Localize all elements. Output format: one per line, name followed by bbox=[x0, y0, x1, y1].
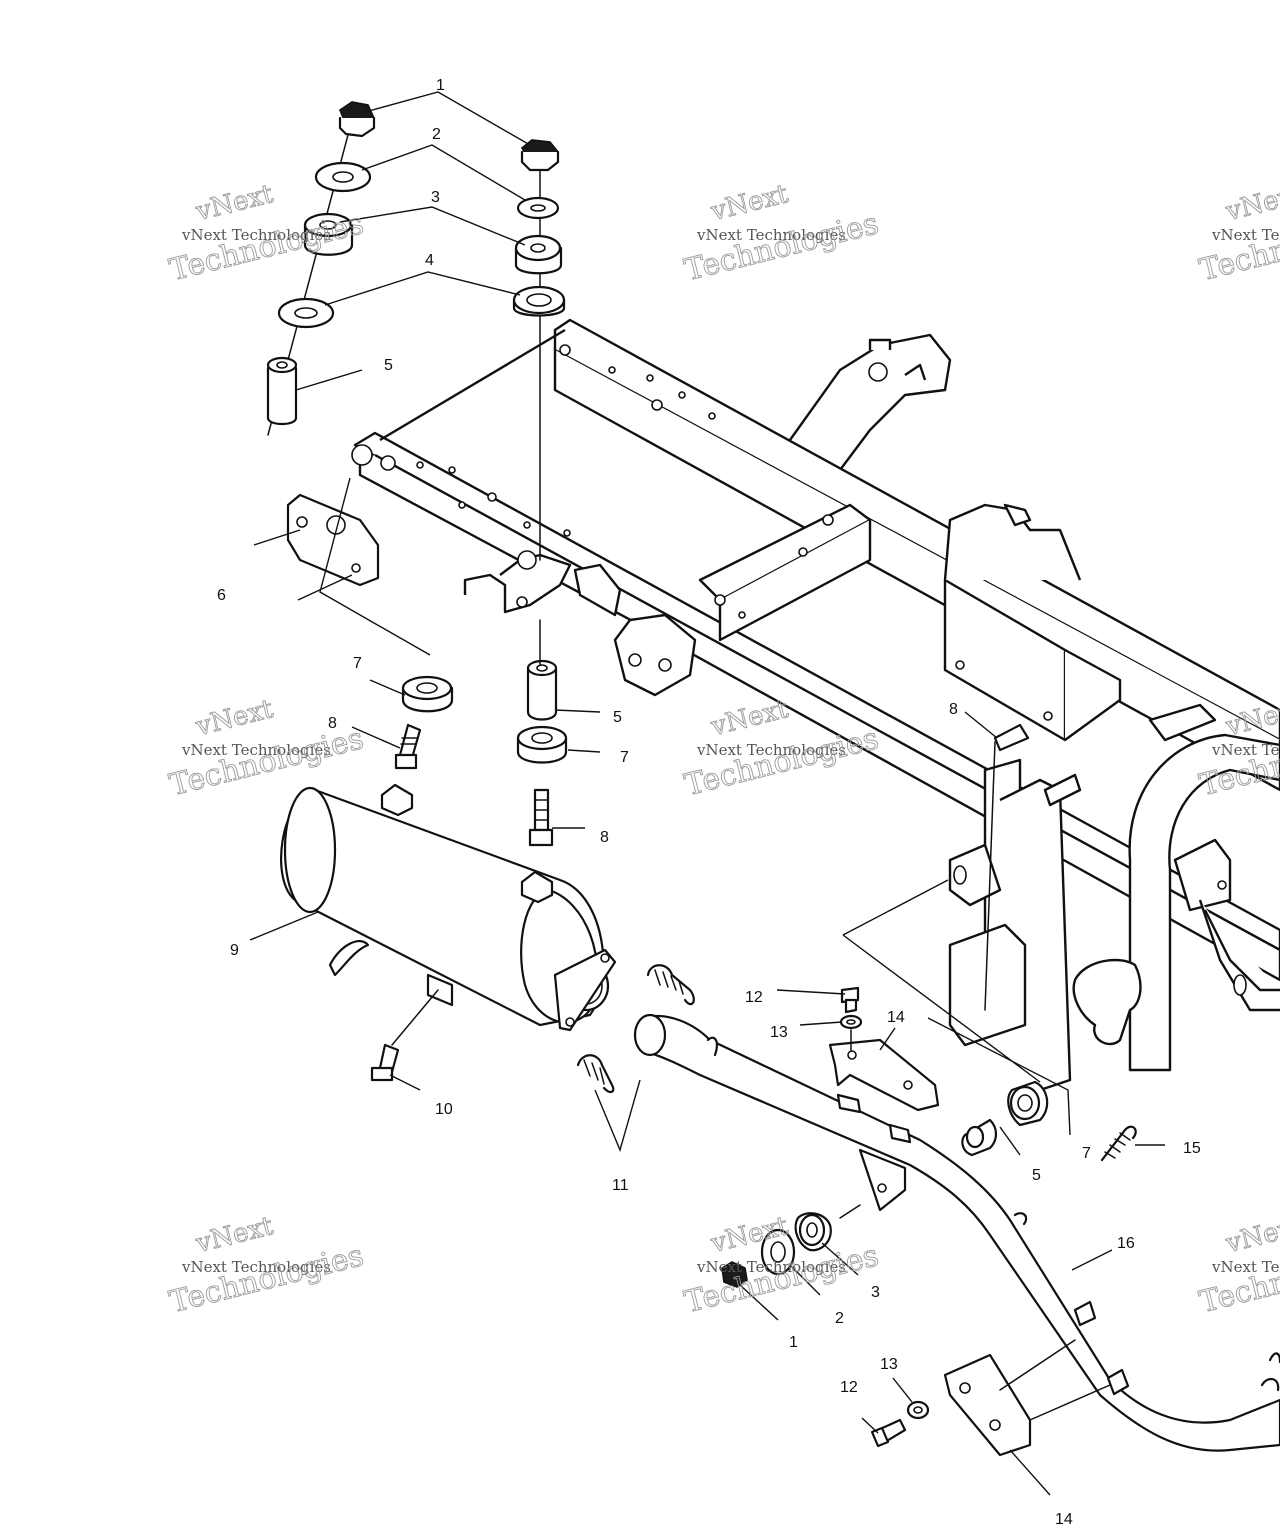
svg-text:vNext Technologies: vNext Technologies bbox=[696, 741, 846, 759]
svg-text:vNext: vNext bbox=[192, 1211, 276, 1259]
callout-5: 5 bbox=[613, 709, 622, 726]
callout-11: 11 bbox=[612, 1177, 629, 1194]
callout-4: 4 bbox=[425, 252, 434, 269]
svg-text:vNext: vNext bbox=[707, 179, 791, 227]
part-8-right-bolt bbox=[984, 723, 1030, 1011]
part-5-7-right bbox=[961, 1080, 1049, 1157]
watermark: vNext vNext Technologies Technologies bbox=[681, 179, 883, 289]
part-12-13-14-lower bbox=[870, 1339, 1111, 1457]
watermark: vNext vNext Technologies Technologies bbox=[166, 179, 368, 289]
right-mount-stack bbox=[512, 139, 566, 561]
callout-6: 6 bbox=[217, 587, 226, 604]
vehicle-frame bbox=[351, 318, 1280, 1092]
svg-text:vNext Technologies: vNext Technologies bbox=[181, 226, 331, 244]
part-1-2-3-lower bbox=[721, 1204, 861, 1288]
part-11-springs bbox=[576, 964, 695, 1094]
callout-13: 13 bbox=[880, 1356, 898, 1373]
svg-text:vNext Technologies: vNext Technologies bbox=[696, 226, 846, 244]
svg-text:Technologies: Technologies bbox=[166, 1238, 367, 1320]
callout-12: 12 bbox=[745, 989, 763, 1006]
watermark: vNext vNext Technologies Technologies bbox=[1196, 179, 1280, 289]
svg-text:Technologies: Technologies bbox=[166, 206, 367, 288]
svg-text:vNext: vNext bbox=[1222, 179, 1280, 227]
svg-text:vNext Technologies: vNext Technologies bbox=[1211, 1258, 1280, 1276]
svg-text:vNext: vNext bbox=[707, 694, 791, 742]
callout-13: 13 bbox=[770, 1024, 788, 1041]
callout-10: 10 bbox=[435, 1101, 453, 1118]
svg-text:vNext Technologies: vNext Technologies bbox=[181, 741, 331, 759]
callout-8: 8 bbox=[600, 829, 609, 846]
part-12-13-14-upper bbox=[828, 986, 940, 1112]
callout-14: 14 bbox=[1055, 1511, 1073, 1528]
callout-7: 7 bbox=[1082, 1145, 1091, 1162]
left-mount-stack bbox=[266, 101, 376, 436]
callout-5: 5 bbox=[1032, 1167, 1041, 1184]
svg-text:vNext Technologies: vNext Technologies bbox=[696, 1258, 846, 1276]
callout-15: 15 bbox=[1183, 1140, 1201, 1157]
watermark: vNext vNext Technologies Technologies bbox=[166, 694, 368, 804]
callout-16: 16 bbox=[1117, 1235, 1135, 1252]
leader-lines bbox=[249, 91, 1165, 1496]
watermark: vNext vNext Technologies Technologies bbox=[1196, 1211, 1280, 1321]
svg-text:vNext Technologies: vNext Technologies bbox=[1211, 226, 1280, 244]
callout-1: 1 bbox=[789, 1334, 798, 1351]
part-6-mount-plate bbox=[286, 477, 431, 656]
svg-text:vNext Technologies: vNext Technologies bbox=[181, 1258, 331, 1276]
callout-7: 7 bbox=[353, 655, 362, 672]
callout-12: 12 bbox=[840, 1379, 858, 1396]
callout-8: 8 bbox=[328, 715, 337, 732]
callout-8: 8 bbox=[949, 701, 958, 718]
svg-text:vNext: vNext bbox=[192, 694, 276, 742]
part-5-7-8-center bbox=[516, 619, 568, 847]
watermark: vNext vNext Technologies Technologies bbox=[166, 1211, 368, 1321]
svg-text:Technologies: Technologies bbox=[681, 721, 882, 803]
svg-text:vNext Technologies: vNext Technologies bbox=[1211, 741, 1280, 759]
svg-text:Technologies: Technologies bbox=[166, 721, 367, 803]
part-9-muffler bbox=[280, 783, 617, 1032]
callout-2: 2 bbox=[835, 1310, 844, 1327]
callout-1: 1 bbox=[436, 77, 445, 94]
callout-14: 14 bbox=[887, 1009, 905, 1026]
part-10-bolt bbox=[370, 989, 439, 1082]
svg-text:vNext: vNext bbox=[1222, 1211, 1280, 1259]
callout-2: 2 bbox=[432, 126, 441, 143]
callout-3: 3 bbox=[431, 189, 440, 206]
callout-9: 9 bbox=[230, 942, 239, 959]
callout-5: 5 bbox=[384, 357, 393, 374]
part-15-spring bbox=[1100, 1125, 1137, 1162]
callout-numbers: 1 2 3 4 5 6 7 8 5 7 8 8 9 10 11 12 13 14… bbox=[217, 77, 1201, 1528]
watermark: vNext vNext Technologies Technologies bbox=[681, 1211, 883, 1321]
part-16-exhaust-pipe bbox=[633, 1013, 1280, 1452]
svg-text:Technologies: Technologies bbox=[681, 206, 882, 288]
callout-7: 7 bbox=[620, 749, 629, 766]
part-7-8-left bbox=[394, 675, 454, 770]
svg-text:vNext: vNext bbox=[192, 179, 276, 227]
callout-3: 3 bbox=[871, 1284, 880, 1301]
